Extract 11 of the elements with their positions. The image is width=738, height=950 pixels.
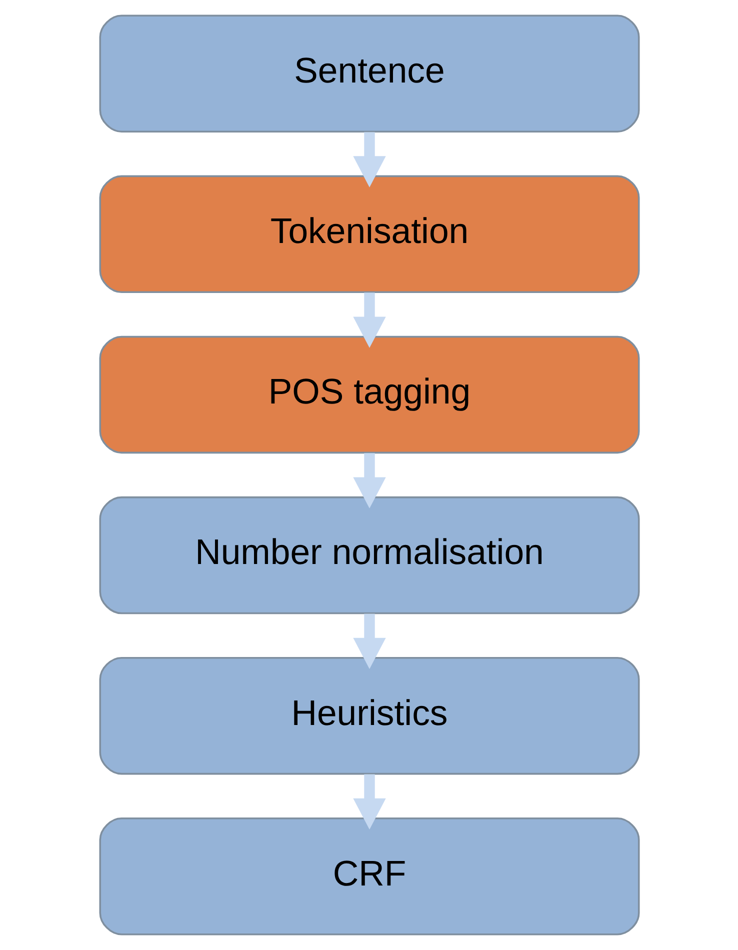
arrow	[352, 774, 386, 830]
node-box: Sentence	[98, 14, 640, 132]
node-box: Tokenisation	[98, 175, 640, 294]
arrow	[352, 132, 386, 188]
node-box: POS tagging	[98, 336, 640, 454]
arrow	[352, 614, 386, 669]
node-box: Number normalisation	[98, 496, 640, 614]
node-box: Heuristics	[98, 656, 640, 775]
node-box: CRF	[98, 818, 640, 936]
arrow	[352, 453, 386, 508]
arrow	[352, 292, 386, 348]
